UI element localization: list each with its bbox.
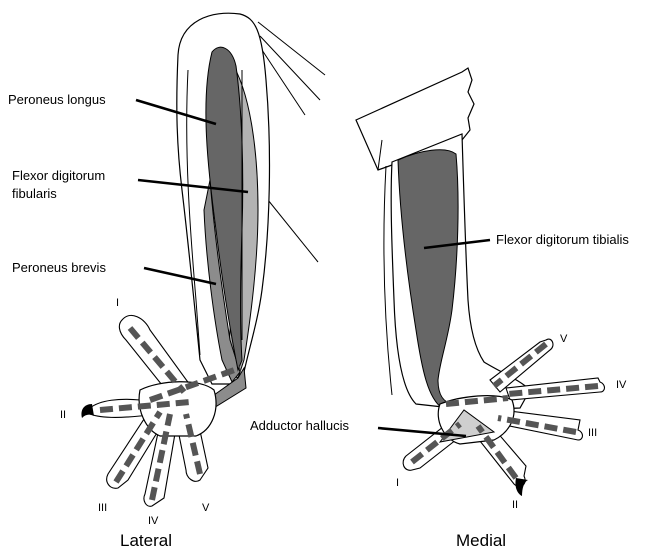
medial-digit-label-I: I xyxy=(396,477,399,489)
medial-digit-label-IV: IV xyxy=(616,379,627,391)
lateral-digit-label-V: V xyxy=(202,502,210,514)
lateral-upper-line-1 xyxy=(258,22,325,75)
lateral-upper-line-2 xyxy=(260,36,320,100)
lateral-upper-line-3 xyxy=(262,50,305,115)
medial-digit-label-III: III xyxy=(588,427,597,439)
lateral-digit-label-II: II xyxy=(60,409,66,421)
medial-view-label: Medial xyxy=(456,531,506,550)
lateral-digit-label-IV: IV xyxy=(148,515,159,527)
medial-view: I II III IV V Flexor digitorum tibialis … xyxy=(250,68,629,550)
lateral-upper-line-4 xyxy=(268,200,318,262)
adductor-hallucis-label: Adductor hallucis xyxy=(250,418,349,433)
lateral-digit-label-I: I xyxy=(116,297,119,309)
medial-digit-label-II: II xyxy=(512,499,518,511)
medial-digit-label-V: V xyxy=(560,333,568,345)
flexor-digitorum-fibularis-label-2: fibularis xyxy=(12,186,57,201)
lateral-claw-II xyxy=(81,404,94,418)
medial-claw-II xyxy=(515,478,528,496)
peroneus-longus-label: Peroneus longus xyxy=(8,92,106,107)
flexor-digitorum-tibialis-label: Flexor digitorum tibialis xyxy=(496,232,629,247)
peroneus-brevis-label: Peroneus brevis xyxy=(12,260,106,275)
lateral-view-label: Lateral xyxy=(120,531,172,550)
flexor-digitorum-fibularis-label-1: Flexor digitorum xyxy=(12,168,105,183)
lateral-view: I II III IV V Peroneus longus Flexor dig… xyxy=(8,13,325,550)
lateral-digit-label-III: III xyxy=(98,502,107,514)
